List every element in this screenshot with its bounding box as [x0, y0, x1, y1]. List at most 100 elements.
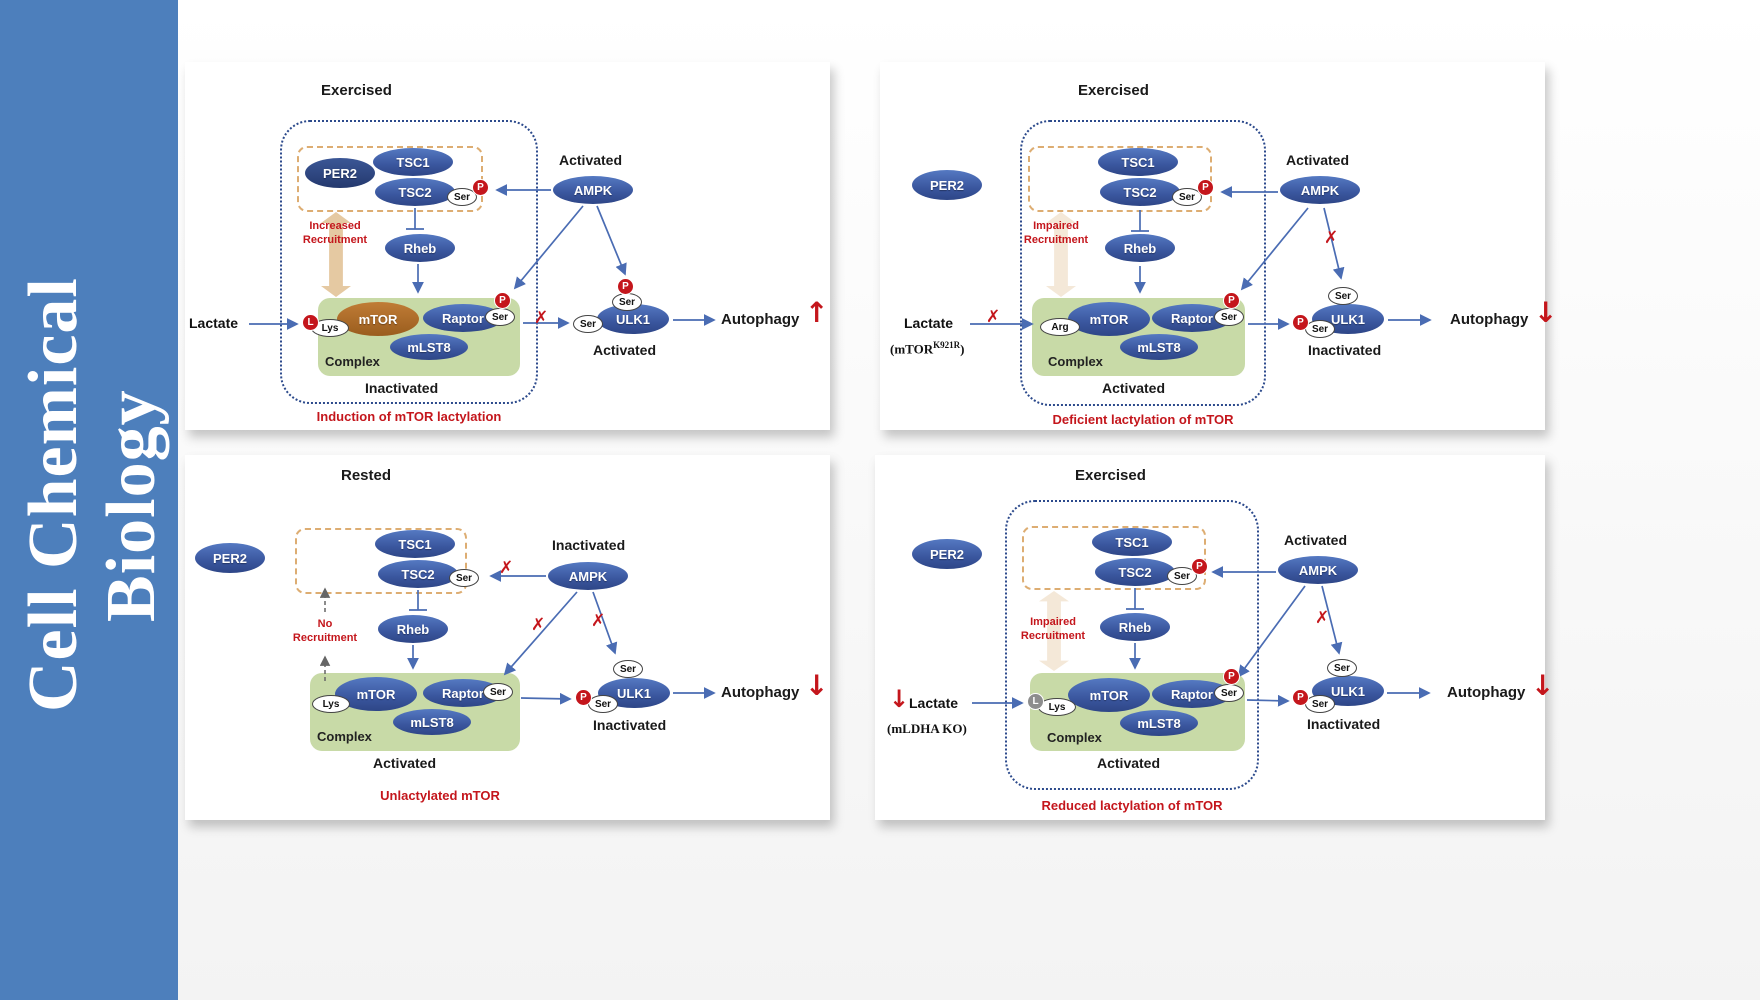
- ulk1-node: ULK1: [1312, 676, 1384, 706]
- pathway-wires: [249, 184, 716, 330]
- ser-badge: Ser: [1167, 567, 1197, 585]
- recruitment-label: No Recruitment: [292, 618, 358, 645]
- tsc2-node: TSC2: [1100, 178, 1180, 206]
- pathway-wires: [972, 566, 1431, 709]
- ser-badge: Ser: [1214, 308, 1244, 326]
- ampk-node: AMPK: [1278, 556, 1358, 584]
- ser-badge: Ser: [1327, 659, 1357, 677]
- phospho-badge: P: [1223, 292, 1240, 309]
- mtor-node: mTOR: [1068, 302, 1150, 336]
- ser-badge: Ser: [612, 293, 642, 311]
- ser-badge: Ser: [1305, 320, 1335, 338]
- ser-badge: Ser: [1214, 684, 1244, 702]
- lactate-label: Lactate: [909, 695, 959, 711]
- lys-badge: Lys: [312, 695, 350, 713]
- tsc2-node: TSC2: [1095, 558, 1175, 586]
- ser-badge: Ser: [613, 660, 643, 678]
- autophagy-down-icon: ↓: [1531, 669, 1555, 702]
- rheb-node: Rheb: [1100, 613, 1170, 641]
- per2-node: PER2: [912, 170, 982, 200]
- autophagy-label: Autophagy: [1447, 684, 1526, 701]
- panel-exercised-k921r: Exercised PER2 TSC1 TSC2 Ser P Activated…: [880, 62, 1557, 430]
- inhibit-x-icon: ✗: [531, 615, 546, 635]
- inhibit-x-icon: ✗: [499, 558, 514, 578]
- mlst8-node: mLST8: [1120, 334, 1198, 360]
- ulk1-state-label: Inactivated: [1307, 716, 1381, 732]
- ser-badge: Ser: [1305, 695, 1335, 713]
- ampk-node: AMPK: [553, 176, 633, 204]
- recruitment-label: Impaired Recruitment: [1020, 616, 1086, 643]
- mutant-sup: K921R: [933, 340, 961, 350]
- inhibit-x-icon: ✗: [1315, 608, 1330, 628]
- per2-node: PER2: [912, 539, 982, 569]
- panel-caption: Reduced lactylation of mTOR: [1041, 798, 1223, 813]
- phospho-badge: P: [1197, 179, 1214, 196]
- knockout-label: (mLDHA KO): [887, 721, 967, 736]
- ser-badge: Ser: [449, 569, 479, 587]
- ulk1-state-label: Inactivated: [1308, 342, 1382, 358]
- autophagy-down-icon: ↓: [805, 669, 829, 702]
- mlst8-node: mLST8: [390, 334, 468, 360]
- journal-title-line1: Cell Chemical: [15, 277, 92, 712]
- ampk-state-label: Inactivated: [552, 537, 626, 553]
- arg-badge: Arg: [1040, 318, 1080, 336]
- per2-node: PER2: [195, 543, 265, 573]
- mutant-post: ): [960, 341, 965, 357]
- mlst8-node: mLST8: [1120, 710, 1198, 736]
- ampk-state-label: Activated: [559, 152, 623, 168]
- autophagy-down-icon: ↓: [1534, 296, 1558, 329]
- block-x-icon: ✗: [986, 307, 1001, 327]
- inhibit-x-icon: ✗: [591, 611, 606, 631]
- tsc1-node: TSC1: [373, 148, 453, 176]
- lactate-label: Lactate: [189, 315, 239, 331]
- ser-badge: Ser: [485, 308, 515, 326]
- panel-exercised-mldha-ko: Exercised PER2 TSC1 TSC2 Ser P Activated…: [875, 455, 1554, 820]
- autophagy-label: Autophagy: [721, 311, 800, 328]
- lactyl-badge: L: [1027, 693, 1044, 710]
- complex-label: Complex: [325, 354, 380, 369]
- autophagy-label: Autophagy: [1450, 311, 1529, 328]
- inhibit-x-icon: ✗: [1324, 228, 1339, 248]
- rheb-node: Rheb: [385, 234, 455, 262]
- autophagy-up-icon: ↑: [805, 296, 829, 329]
- journal-sidebar: Cell Chemical Biology: [0, 0, 178, 1000]
- lactyl-badge: L: [302, 314, 319, 331]
- mtor-mutant-label: (mTORK921R): [890, 340, 964, 357]
- phospho-badge: P: [1223, 668, 1240, 685]
- complex-label: Complex: [1048, 354, 1103, 369]
- recruitment-label: Increased Recruitment: [302, 220, 368, 247]
- ampk-state-label: Activated: [1284, 532, 1348, 548]
- condition-title: Exercised: [321, 82, 392, 99]
- tsc1-node: TSC1: [1098, 148, 1178, 176]
- ser-badge: Ser: [588, 695, 618, 713]
- phospho-badge: P: [617, 278, 634, 295]
- per2-node: PER2: [305, 158, 375, 188]
- lactate-label: Lactate: [904, 315, 954, 331]
- complex-state-label: Activated: [373, 755, 437, 771]
- lactate-down-icon: ↓: [889, 685, 910, 713]
- pathway-boundary: [1005, 500, 1259, 790]
- condition-title: Exercised: [1078, 82, 1149, 99]
- complex-state-label: Inactivated: [365, 380, 439, 396]
- autophagy-label: Autophagy: [721, 684, 800, 701]
- ampk-node: AMPK: [548, 562, 628, 590]
- phospho-badge: P: [1292, 314, 1309, 331]
- ulk1-state-label: Activated: [593, 342, 657, 358]
- mtor-node: mTOR: [1068, 678, 1150, 712]
- condition-title: Exercised: [1075, 467, 1146, 484]
- inhibit-x-icon: ✗: [534, 308, 549, 328]
- phospho-badge: P: [575, 689, 592, 706]
- tsc2-node: TSC2: [375, 178, 455, 206]
- ser-badge: Ser: [1328, 287, 1358, 305]
- panel-exercised-induction: Exercised PER2 TSC1 TSC2 Ser P Activated…: [185, 62, 830, 430]
- complex-state-label: Activated: [1097, 755, 1161, 771]
- ampk-state-label: Activated: [1286, 152, 1350, 168]
- phospho-badge: P: [472, 179, 489, 196]
- per2-recruitment-zone: [1028, 146, 1212, 212]
- mutant-pre: (mTOR: [890, 341, 934, 357]
- tsc1-node: TSC1: [1092, 528, 1172, 556]
- complex-state-label: Activated: [1102, 380, 1166, 396]
- panel-caption: Unlactylated mTOR: [380, 788, 500, 803]
- mlst8-node: mLST8: [393, 709, 471, 735]
